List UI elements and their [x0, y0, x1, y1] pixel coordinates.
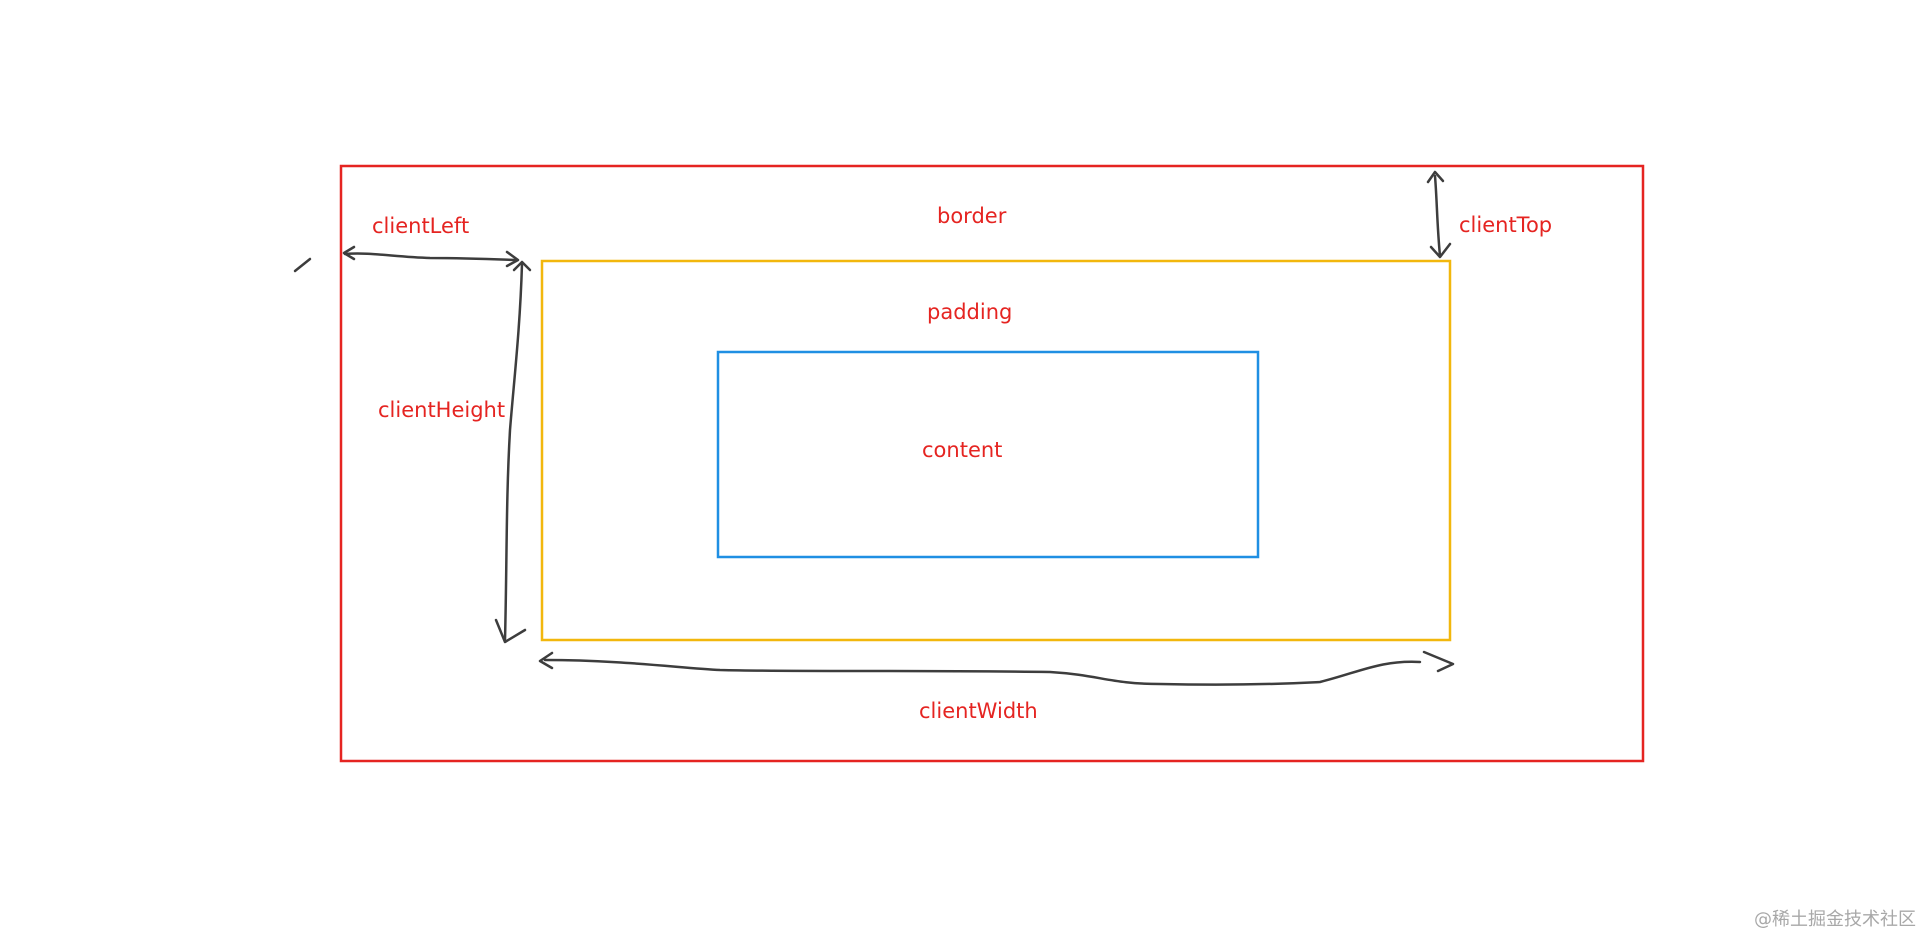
border-label: border — [937, 204, 1007, 228]
client-left-arrowhead-right — [505, 250, 520, 268]
padding-label: padding — [927, 300, 1013, 324]
content-label: content — [922, 438, 1003, 462]
client-height-arrowhead-top — [512, 260, 532, 272]
content-box — [716, 350, 1260, 559]
watermark: @稀土掘金技术社区 — [1754, 909, 1916, 930]
client-width-arrowhead-left — [538, 651, 554, 670]
client-width-arrow — [543, 658, 1422, 686]
client-left-arrowhead-left — [342, 245, 356, 261]
client-top-label: clientTop — [1459, 213, 1553, 237]
client-left-arrow — [343, 252, 517, 262]
client-height-arrow — [503, 262, 524, 642]
client-left-label: clientLeft — [372, 214, 470, 238]
client-top-arrowhead-top — [1426, 170, 1445, 184]
client-top-arrow — [1433, 174, 1442, 258]
padding-box — [540, 259, 1452, 642]
client-width-label: clientWidth — [919, 699, 1038, 723]
client-top-arrowhead-bottom — [1429, 242, 1452, 259]
client-width-arrowhead-right — [1422, 650, 1455, 673]
stray-pen-mark — [293, 257, 312, 273]
client-height-label: clientHeight — [378, 398, 506, 422]
client-height-arrowhead-bottom — [494, 618, 527, 644]
border-box — [339, 164, 1645, 763]
